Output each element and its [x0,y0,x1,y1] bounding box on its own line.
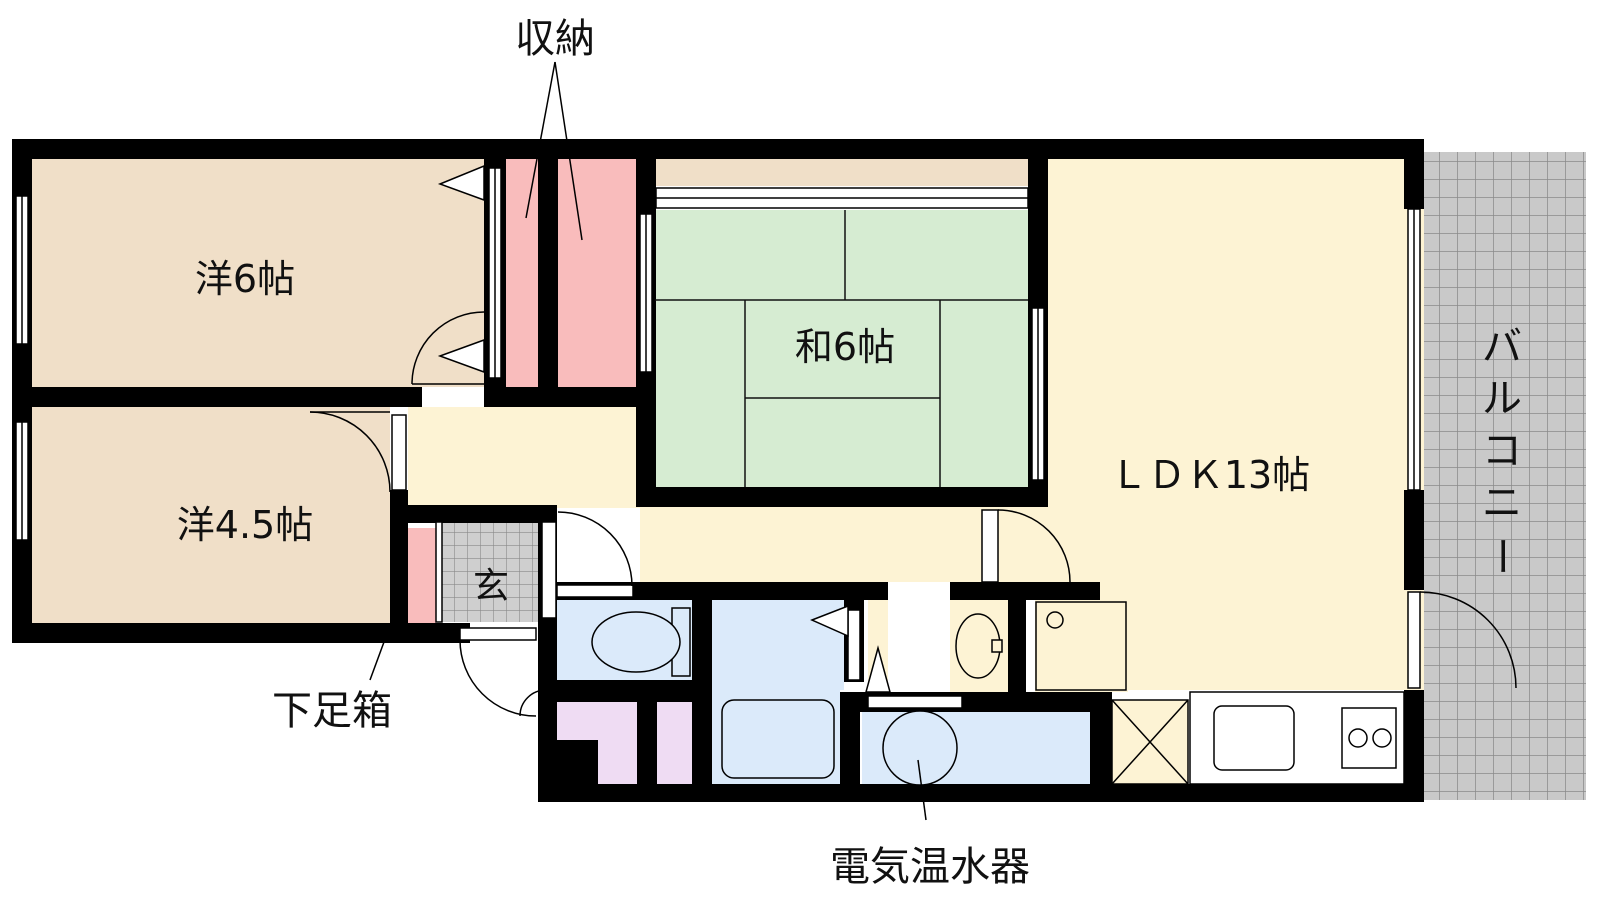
storage-1 [506,159,538,387]
labels: 洋6帖 洋4.5帖 和6帖 ＬＤＫ13帖 玄 収納 下足箱 電気温水器 バ ル … [177,16,1524,890]
label-entrance: 玄 [473,566,509,607]
wall-top [12,139,1424,159]
sliding-arrow-2 [437,338,485,374]
balcony-char: ル [1482,376,1522,422]
storage-2 [558,159,636,387]
door-swing-western1 [411,311,485,385]
washroom-floor [712,600,844,690]
burner-left-icon [1348,728,1368,748]
western-room-1-floor [32,155,484,387]
door-swing-closet [519,689,547,717]
water-heater-tank [882,710,958,786]
wash-door [847,609,861,681]
wall-right-top [1404,139,1424,209]
balcony-char: バ [1482,324,1522,370]
door-swing-genkan [557,511,633,587]
balcony-char: コ [1482,428,1522,474]
door-room2 [391,414,407,491]
tokonoma-strip [655,158,1028,186]
door-swing-basin [997,509,1071,583]
label-water-heater: 電気温水器 [830,844,1030,890]
wall-bottom-left [12,623,470,643]
wall-genkan-top [390,505,550,523]
bathtub [721,699,835,779]
door-swings [309,311,1517,717]
wall-wet-bottom [538,680,712,702]
wall-bottom-right [538,784,1424,802]
label-ldk: ＬＤＫ13帖 [1110,453,1310,497]
balcony-char: ー [1478,536,1524,576]
wall-storage-bottom [484,387,640,407]
label-shoe-box: 下足箱 [272,688,392,734]
balcony-door [1407,591,1421,689]
tatami-lines [655,210,1028,487]
wall-room2-right [390,490,408,643]
wall-right-bottom [1404,690,1424,802]
kitchen-sink [1213,705,1295,771]
callout-lines [369,61,927,821]
wall-rooms-divider [32,387,422,407]
wall-closet-block [538,740,598,800]
door-swing-western2 [309,411,391,493]
label-western-room-2: 洋4.5帖 [177,503,313,547]
entrance-step [435,521,443,623]
tatami-floor [655,210,1028,487]
wall-washitsu-bottom [636,487,1048,507]
door-swing-balcony [1419,591,1517,689]
windows [15,167,1421,709]
sliding-arrow-1 [437,164,485,202]
label-balcony: バ ル コ ニ ー [1478,324,1524,576]
toilet-door [556,584,634,598]
entrance-door [459,627,537,641]
wall-toilet-top [557,582,888,600]
wall-bath-div [840,692,860,802]
entrance-tile [440,522,542,622]
label-storage: 収納 [515,16,595,62]
toilet-bowl [591,611,681,673]
genkan-door-panel [541,521,557,619]
basin-door [981,509,999,583]
door-swing-entrance [459,639,537,717]
sliding-arrow-3 [810,604,849,638]
fixtures [435,164,1405,786]
bath-door [867,695,963,709]
burner-right-icon [1372,728,1392,748]
balcony-char: ニ [1482,480,1522,526]
wall-right-mid [1404,490,1424,590]
closet-b [657,702,692,784]
wall-storage-mid [538,159,558,387]
ldk-floor [408,155,1424,692]
label-western-room-1: 洋6帖 [195,257,295,301]
sliding-arrow-4 [865,645,891,693]
western-room-2-floor [32,407,390,623]
wall-closet-div [637,702,657,784]
shoe-box [408,528,436,623]
label-japanese-room: 和6帖 [795,325,895,369]
wall-basin-div [1008,582,1026,692]
balcony-floor [1418,152,1586,800]
wall-heater-right [1090,692,1112,802]
